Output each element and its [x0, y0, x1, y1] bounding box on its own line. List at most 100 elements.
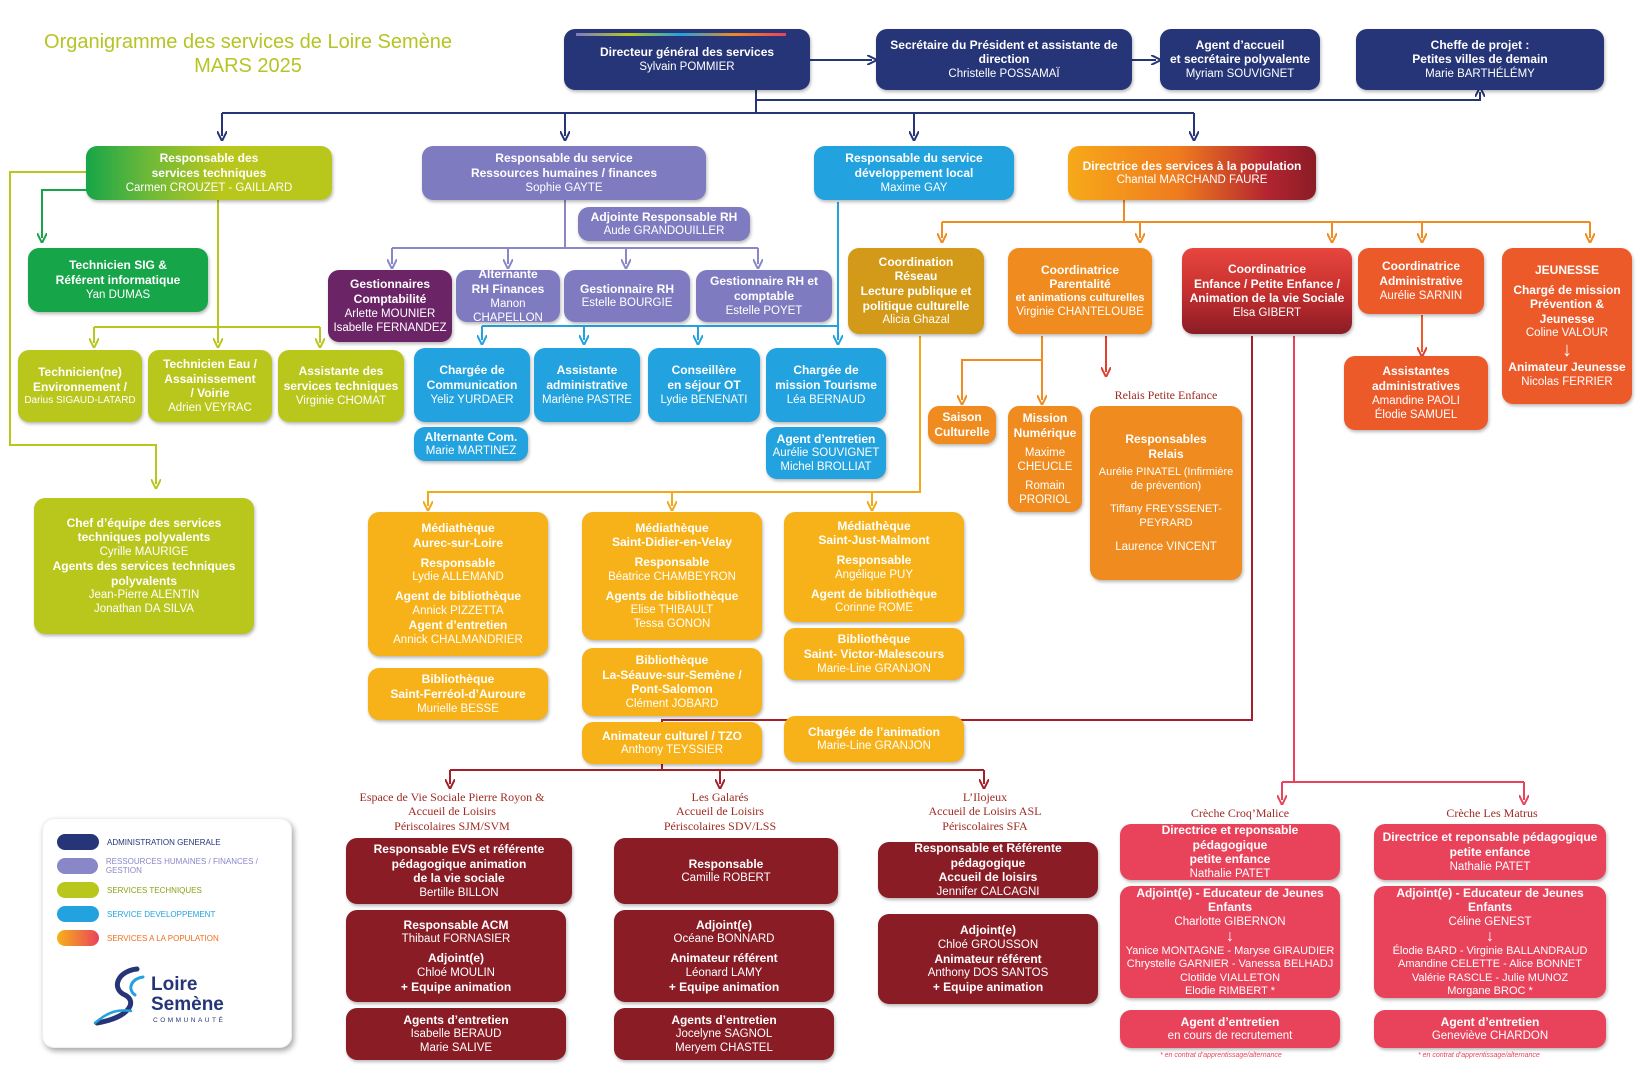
- dev-resp-box: Responsable du service développement loc…: [814, 146, 1014, 200]
- croq-member-3: Clotilde VIALLETON: [1179, 971, 1281, 984]
- croq-b3-title: Agent d’entretien: [1180, 1014, 1280, 1029]
- pop-dir-box: Directrice des services à la population …: [1068, 146, 1316, 200]
- evs-b2-title-3: + Equipe animation: [400, 979, 512, 994]
- pop-saison-title-1: Saison: [942, 410, 982, 425]
- rh-adj-title: Adjointe Responsable RH: [590, 209, 738, 224]
- rh-grhc-title-1: Gestionnaire RH et: [709, 274, 819, 289]
- tech-eau-title-2: Assainissement: [164, 371, 256, 386]
- pvd-title-1: Cheffe de projet :: [1430, 37, 1530, 52]
- dev-com-box: Chargée de Communication Yeliz YURDAER: [414, 348, 530, 422]
- gal-b1-box: Responsable Camille ROBERT: [614, 838, 838, 904]
- logo-text-2: Semène: [151, 994, 224, 1015]
- pop-asst-box: Assistantes administratives Amandine PAO…: [1344, 356, 1488, 430]
- med-ferreol-box: Bibliothèque Saint-Ferréol-d’Auroure Mur…: [368, 668, 548, 720]
- legend-label: SERVICE DEVELOPPEMENT: [107, 909, 216, 919]
- tech-chef-title-2: techniques polyvalents: [77, 530, 211, 545]
- tech-sig-name: Yan DUMAS: [85, 288, 151, 301]
- mat-footnote: * en contrat d’apprentissage/alternance: [1418, 1052, 1540, 1059]
- pop-mission-title-1: Mission: [1022, 411, 1068, 426]
- tech-resp-name: Carmen CROUZET - GAILLARD: [125, 181, 293, 194]
- tech-chef-box: Chef d’équipe des services techniques po…: [34, 498, 254, 634]
- secretaire-name: Christelle POSSAMAÏ: [948, 68, 1060, 81]
- croq-b1-box: Directrice et reponsable pédagogique pet…: [1120, 824, 1340, 880]
- gal-b3-title: Agents d’entretien: [671, 1012, 777, 1027]
- ilo-b2-box: Adjoint(e) Chloé GROUSSON Animateur réfé…: [878, 914, 1098, 1004]
- arrow-down-icon: ↓: [1226, 927, 1234, 945]
- dev-resp-title-1: Responsable du service: [845, 151, 983, 166]
- tech-eau-name: Adrien VEYRAC: [168, 401, 252, 414]
- ilo-b2-name-1: Chloé GROUSSON: [937, 938, 1039, 951]
- mat-b1-title-1: Directrice et reponsable pédagogique: [1382, 830, 1598, 845]
- med-seauve-box: Bibliothèque La-Séauve-sur-Semène / Pont…: [582, 648, 762, 716]
- med-aurec-ent-title: Agent d’entretien: [408, 617, 508, 632]
- rh-alt-title-2: RH Finances: [471, 281, 545, 296]
- med-just-agent-name: Corinne ROME: [835, 602, 913, 615]
- croq-b2-box: Adjoint(e) - Educateur de Jeunes Enfants…: [1120, 886, 1340, 998]
- med-didier-agent-name-1: Elise THIBAULT: [630, 604, 714, 617]
- pop-relais-name-2b: PEYRARD: [1139, 516, 1193, 529]
- pop-dir-title: Directrice des services à la population: [1082, 158, 1302, 173]
- mat-b1-box: Directrice et reponsable pédagogique pet…: [1374, 824, 1606, 880]
- legend-item: SERVICES TECHNIQUES: [57, 881, 202, 899]
- pop-saison-title-2: Culturelle: [934, 425, 990, 439]
- evs-label: Espace de Vie Sociale Pierre Royon & Acc…: [346, 790, 558, 833]
- rh-resp-title-2: Ressources humaines / finances: [470, 165, 658, 180]
- med-didier-agent-title: Agents de bibliothèque: [605, 588, 739, 603]
- med-didier-title-2: Saint-Didier-en-Velay: [611, 535, 733, 550]
- med-seauve-title-2: La-Séauve-sur-Semène /: [602, 667, 742, 682]
- gal-label-2: Accueil de Loisirs: [676, 804, 764, 819]
- med-victor-title-2: Saint- Victor-Malescours: [803, 646, 945, 661]
- dev-altcom-title: Alternante Com.: [424, 429, 518, 444]
- rh-compta-name-1: Arlette MOUNIER: [344, 307, 436, 320]
- dgs-name: Sylvain POMMIER: [639, 60, 735, 73]
- tech-asst-title-2: services techniques: [283, 378, 399, 393]
- pop-adm-box: Coordinatrice Administrative Aurélie SAR…: [1358, 248, 1484, 314]
- legend-swatch: [57, 858, 98, 874]
- med-ferreol-title-2: Saint-Ferréol-d’Auroure: [390, 686, 526, 701]
- gal-label: Les Galarés Accueil de Loisirs Périscola…: [612, 790, 828, 833]
- pop-enf-title-1: Coordinatrice: [1227, 262, 1306, 277]
- rh-alt-box: Alternante RH Finances Manon CHAPELLON: [456, 270, 560, 322]
- mat-b1-name: Nathalie PATET: [1449, 860, 1531, 873]
- dev-com-title-2: Communication: [426, 377, 518, 392]
- pop-adm-name: Aurélie SARNIN: [1379, 289, 1463, 302]
- croq-b3-name: en cours de recrutement: [1167, 1030, 1293, 1043]
- accueil-box: Agent d’accueil et secrétaire polyvalent…: [1160, 29, 1320, 90]
- mat-member-4: Morgane BROC *: [1447, 985, 1533, 998]
- evs-b1-name: Bertille BILLON: [419, 886, 499, 899]
- rh-compta-title-2: Comptabilité: [353, 291, 427, 306]
- pop-lect-name: Alicia Ghazal: [882, 314, 950, 327]
- med-just-agent-title: Agent de bibliothèque: [811, 586, 937, 601]
- pop-mission-name-1b: CHEUCLE: [1017, 460, 1073, 473]
- dev-adm-name: Marlène PASTRE: [542, 393, 632, 406]
- evs-b2-name-2: Chloé MOULIN: [417, 966, 495, 979]
- gal-label-3: Périscolaires SDV/LSS: [663, 818, 777, 833]
- med-just-title-1: Médiathèque: [837, 518, 911, 533]
- med-victor-title-1: Bibliothèque: [837, 632, 911, 647]
- tech-sig-title-2: Référent informatique: [55, 272, 181, 287]
- dev-com-title-1: Chargée de: [439, 363, 505, 378]
- tech-asst-name: Virginie CHOMAT: [295, 394, 387, 407]
- med-seauve-name: Clément JOBARD: [625, 697, 719, 710]
- ilo-b1-title-1: Responsable et Référente pédagogique: [914, 842, 1062, 870]
- dev-ot-title-2: en séjour OT: [667, 377, 741, 392]
- med-didier-agent-name-2: Tessa GONON: [633, 618, 711, 631]
- dgs-title: Directeur général des services: [599, 45, 775, 60]
- dev-ent-title: Agent d’entretien: [776, 431, 876, 446]
- dev-ot-title-1: Conseillère: [671, 363, 737, 378]
- pop-jeun-name-2: Nicolas FERRIER: [1521, 376, 1613, 389]
- tech-chef-title-1: Chef d’équipe des services: [66, 515, 222, 530]
- pop-jeun-name-1: Coline VALOUR: [1525, 327, 1609, 340]
- mat-b1-title-2: petite enfance: [1449, 844, 1531, 859]
- gal-b2-name-1: Océane BONNARD: [673, 933, 775, 946]
- rh-compta-name-2: Isabelle FERNANDEZ: [333, 321, 447, 334]
- pop-mission-name-2b: PRORIOL: [1019, 493, 1071, 506]
- pop-jeun-box: JEUNESSE Chargé de mission Prévention & …: [1502, 248, 1632, 404]
- dev-adm-box: Assistante administrative Marlène PASTRE: [534, 348, 640, 422]
- med-didier-resp-name: Béatrice CHAMBEYRON: [608, 570, 736, 583]
- tech-env-title-2: Environnement /: [32, 379, 127, 394]
- gal-b1-title: Responsable: [688, 856, 764, 871]
- pop-relais-name-1b: de prévention): [1130, 479, 1202, 492]
- gal-b2-name-2: Léonard LAMY: [685, 966, 763, 979]
- med-aurec-agent-title: Agent de bibliothèque: [395, 589, 521, 604]
